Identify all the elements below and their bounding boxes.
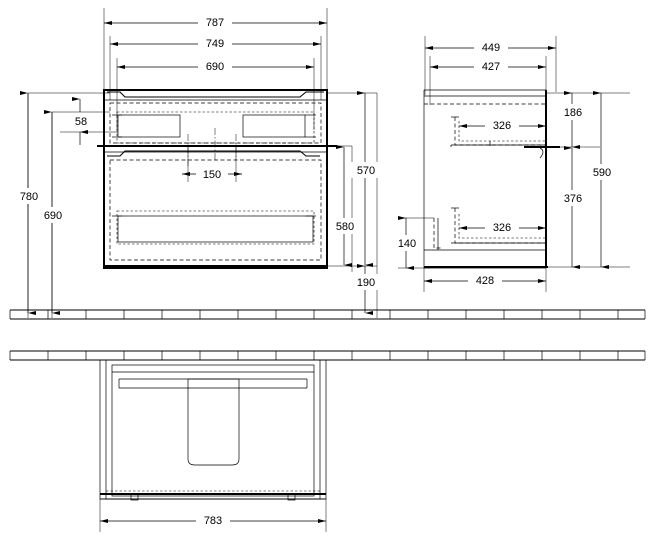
- dim-label-690-left: 690: [44, 210, 62, 222]
- front-centre-marks: [160, 128, 270, 168]
- plan-outlines: [99, 359, 327, 500]
- front-upper-drawer: [109, 102, 322, 144]
- dim-label-150: 150: [203, 169, 221, 181]
- front-lower-drawer: [109, 159, 322, 261]
- dim-front-690-top: 690: [117, 59, 314, 74]
- dim-label-326-lower: 326: [493, 222, 511, 234]
- dim-front-58: 58: [68, 97, 94, 145]
- wall-band-upper: [9, 309, 646, 320]
- front-mid-handle-rail: [97, 145, 337, 157]
- front-view-group: 787 749 690: [14, 8, 382, 318]
- dim-front-150: 150: [182, 146, 242, 182]
- dim-front-780: 780: [14, 91, 44, 315]
- dim-label-190: 190: [357, 277, 375, 289]
- dim-label-427: 427: [482, 61, 500, 73]
- dim-label-58: 58: [75, 116, 87, 128]
- plan-view-group: 783: [9, 350, 646, 532]
- front-counter-top: [104, 91, 327, 101]
- dim-label-787: 787: [206, 17, 224, 29]
- dim-side-427: 427: [430, 59, 546, 74]
- side-lower-drawer: [424, 207, 546, 251]
- plan-basin-outline: [187, 378, 240, 466]
- side-handle-detail: [524, 146, 560, 159]
- dim-label-186: 186: [564, 107, 582, 119]
- dim-front-570: 570: [351, 91, 381, 267]
- dim-side-326-lower: 326: [459, 220, 546, 235]
- dim-label-449: 449: [482, 42, 500, 54]
- dim-side-449: 449: [425, 40, 556, 55]
- dim-label-783: 783: [204, 515, 222, 527]
- side-cabinet-body: [423, 89, 548, 269]
- dim-side-326-upper: 326: [459, 118, 546, 133]
- wall-hatch-ticks-upper: [47, 310, 619, 319]
- dim-label-428: 428: [476, 275, 494, 287]
- dim-label-580: 580: [336, 221, 354, 233]
- dim-front-749: 749: [110, 36, 321, 51]
- dim-side-186: 186: [558, 91, 588, 149]
- side-view-group: 449 427: [392, 36, 630, 292]
- dim-label-140: 140: [398, 238, 416, 250]
- dim-side-428: 428: [423, 268, 547, 292]
- dim-side-140: 140: [392, 216, 434, 270]
- dim-label-780: 780: [20, 191, 38, 203]
- wall-band-lower: [9, 350, 646, 361]
- dim-label-376: 376: [564, 193, 582, 205]
- wall-hatch-ticks-lower: [47, 351, 619, 360]
- dim-side-590: 590: [587, 91, 617, 269]
- dim-label-749: 749: [206, 38, 224, 50]
- dim-front-580: 580: [330, 145, 360, 267]
- dim-label-570: 570: [357, 165, 375, 177]
- dim-label-590: 590: [593, 167, 611, 179]
- dim-front-190: 190: [351, 264, 381, 315]
- dim-label-690-top: 690: [206, 61, 224, 73]
- dim-front-787: 787: [104, 15, 327, 30]
- dim-front-690-left: 690: [38, 110, 68, 315]
- front-extension-lines-top: [103, 8, 328, 130]
- dim-label-326-upper: 326: [493, 120, 511, 132]
- dim-side-376: 376: [558, 146, 588, 269]
- front-cabinet-body: [103, 89, 328, 269]
- dim-plan-783: 783: [99, 499, 327, 532]
- side-extension-lines-top: [424, 36, 557, 105]
- plan-bottom-rail: [100, 490, 326, 501]
